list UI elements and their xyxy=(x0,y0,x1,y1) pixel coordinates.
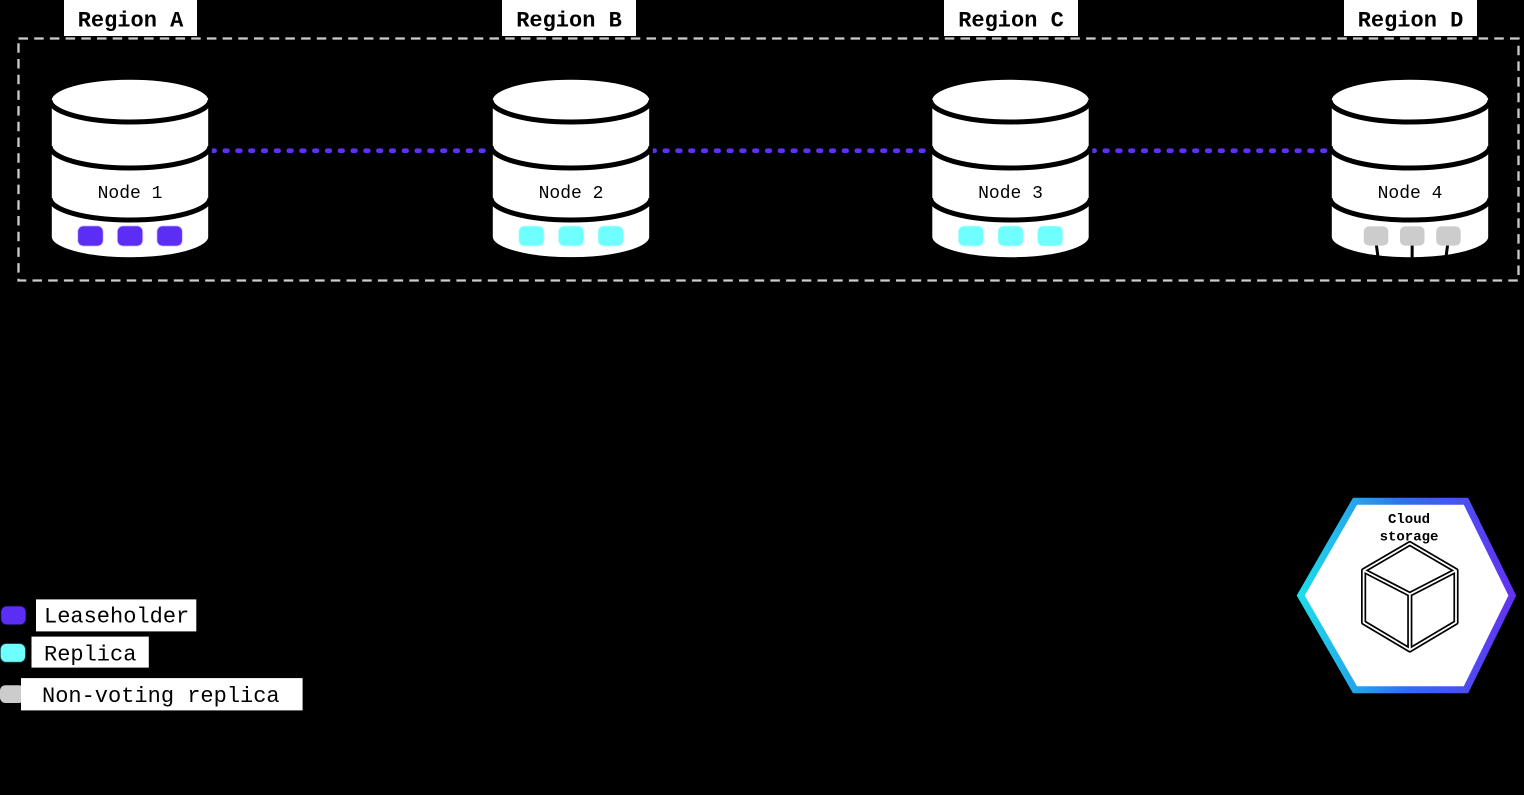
svg-text:Cloud: Cloud xyxy=(1388,512,1430,528)
svg-text:Region A: Region A xyxy=(78,9,184,34)
svg-text:storage: storage xyxy=(1380,530,1439,546)
svg-text:Region C: Region C xyxy=(958,9,1064,34)
svg-text:Non-voting replica: Non-voting replica xyxy=(42,684,280,709)
svg-text:Leaseholder: Leaseholder xyxy=(44,605,189,630)
svg-text:Node 1: Node 1 xyxy=(98,184,163,204)
svg-text:Node 2: Node 2 xyxy=(539,184,604,204)
svg-text:Region B: Region B xyxy=(516,9,622,34)
svg-text:Replica: Replica xyxy=(44,643,136,668)
svg-text:Region D: Region D xyxy=(1358,9,1464,34)
svg-text:Node 3: Node 3 xyxy=(978,184,1043,204)
svg-text:Node 4: Node 4 xyxy=(1378,184,1443,204)
